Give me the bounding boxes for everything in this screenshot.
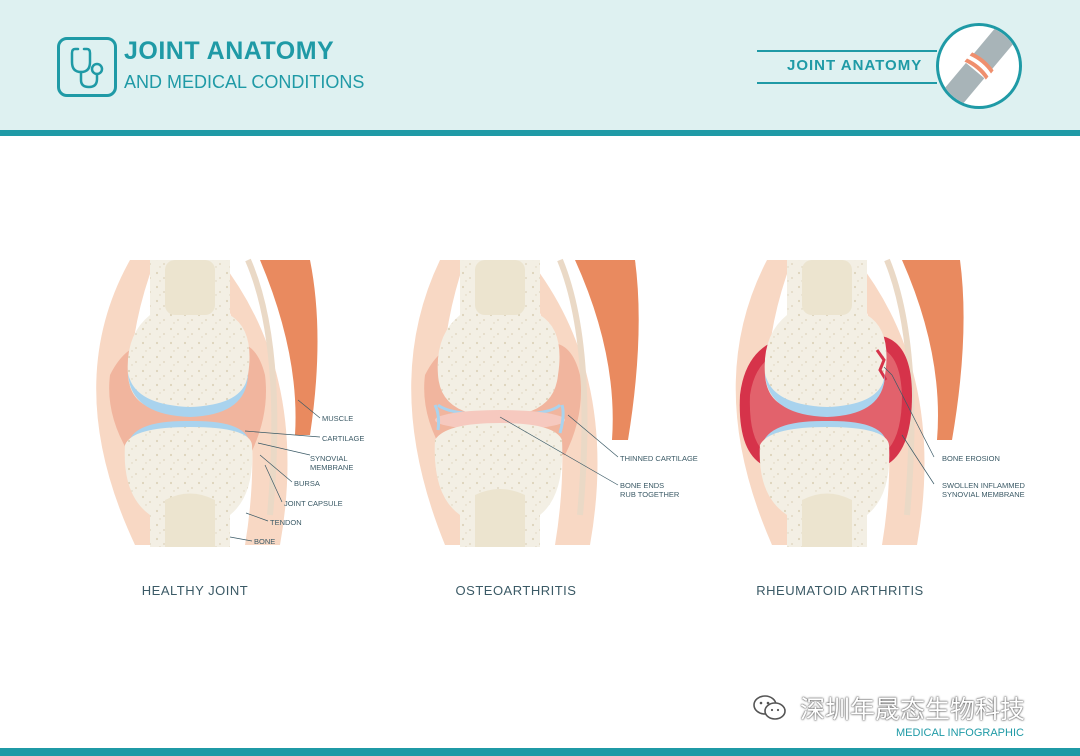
label-swollen-synovial: SWOLLEN INFLAMMED SYNOVIAL MEMBRANE	[942, 481, 1025, 499]
caption-rheumatoid-arthritis: RHEUMATOID ARTHRITIS	[756, 583, 924, 598]
page-title: JOINT ANATOMY	[124, 37, 335, 65]
logo-badge	[57, 37, 117, 97]
label-tendon: TENDON	[270, 518, 302, 527]
stethoscope-icon	[70, 47, 104, 89]
badge-line-bottom	[757, 82, 937, 84]
healthy-joint-diagram	[96, 258, 321, 547]
label-synovial-membrane: SYNOVIAL MEMBRANE	[310, 454, 354, 472]
header-divider	[0, 130, 1080, 136]
bone-joint-icon	[936, 23, 1022, 109]
watermark-text: 深圳年晟态生物科技	[800, 695, 1026, 724]
label-joint-capsule: JOINT CAPSULE	[284, 499, 343, 508]
label-bone: BONE	[254, 537, 276, 546]
label-thinned-cartilage: THINNED CARTILAGE	[620, 454, 698, 463]
page-subtitle: AND MEDICAL CONDITIONS	[124, 72, 365, 92]
footer-label: MEDICAL INFOGRAPHIC	[896, 727, 1024, 739]
label-cartilage: CARTILAGE	[322, 434, 365, 443]
label-bursa: BURSA	[294, 479, 320, 488]
muscle	[260, 260, 318, 435]
wechat-icon	[753, 695, 786, 720]
label-bone-ends: BONE ENDS RUB TOGETHER	[620, 481, 680, 499]
caption-healthy-joint: HEALTHY JOINT	[141, 583, 249, 598]
caption-osteoarthritis: OSTEOARTHRITIS	[455, 583, 577, 598]
badge-line-top	[757, 50, 937, 52]
header-badge-label: JOINT ANATOMY	[787, 57, 923, 74]
label-muscle: MUSCLE	[322, 414, 354, 423]
osteoarthritis-diagram	[411, 258, 639, 547]
label-bone-erosion: BONE EROSION	[942, 454, 1000, 463]
header-banner	[0, 0, 1080, 130]
rheumatoid-arthritis-diagram	[735, 258, 964, 547]
footer-divider	[0, 748, 1080, 756]
